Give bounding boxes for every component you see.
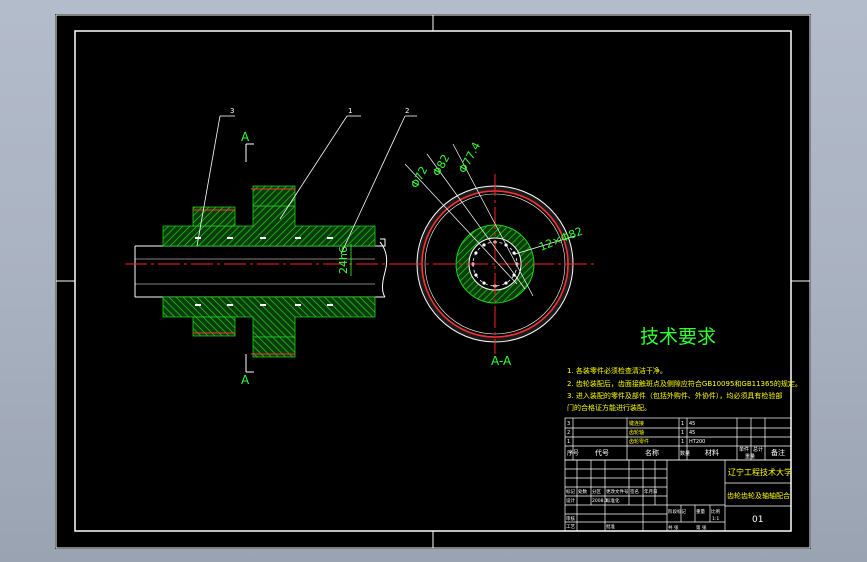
spline-dot [474, 273, 478, 277]
spline-marks [195, 237, 333, 306]
header-remark: 备注 [771, 448, 785, 457]
spline-dot [504, 281, 508, 285]
scale-value: 1:1 [712, 516, 719, 522]
title-block-text: 辽宁工程技术大学 齿轮齿轮及轴轴配合 01 标记 处数 分区 更改文件号 签名 … [566, 467, 792, 531]
shaft-break-line [379, 241, 388, 298]
parts-list-text: 3 键连接 1 45 2 齿轮轴 1 45 1 齿轮零件 1 HT200 序号 … [567, 420, 785, 460]
spline-dot [474, 251, 478, 255]
tech-req-item-3: 3. 进入装配的零件及部件（包括外购件、外协件），均必须具有检验部 [567, 391, 782, 400]
parts-row3-qty: 1 [681, 439, 684, 445]
leader-1 [279, 115, 348, 220]
label-design: 设计 [566, 497, 575, 504]
parts-row3-name: 齿轮零件 [629, 438, 649, 445]
label-approve: 批准 [606, 523, 615, 530]
header-qty: 数量 [680, 450, 690, 457]
sign-mark: 标记 [566, 488, 575, 495]
balloon-2: 2 [405, 107, 409, 115]
label-process: 工艺 [566, 524, 575, 530]
balloon-1: 1 [348, 107, 352, 115]
header-code: 代号 [595, 448, 609, 457]
dim-phi72: Φ72 [408, 164, 430, 190]
parts-row1-name: 键连接 [629, 420, 644, 427]
dim-leader-82 [426, 153, 526, 290]
section-view-label: A-A [491, 354, 512, 368]
school-name: 辽宁工程技术大学 [728, 467, 792, 477]
section-aa-view: Φ72 Φ82 Φ77.4 12×Φ82 A-A [400, 140, 595, 368]
header-material: 材料 [705, 448, 719, 457]
label-date: 2008.1 [592, 498, 608, 504]
dim-24h6: 24h6 [337, 246, 350, 274]
header-weight: 重量 [745, 453, 755, 460]
spline-dot [482, 281, 486, 285]
title-block [564, 459, 792, 532]
parts-row2-name: 齿轮轴 [629, 429, 644, 436]
sign-signature: 签名 [630, 488, 639, 495]
drawing-title: 齿轮齿轮及轴轴配合 [727, 491, 790, 500]
sign-count: 处数 [578, 488, 587, 495]
boss-lower [192, 316, 236, 337]
gear-rim-upper [252, 185, 296, 207]
cad-drawing: A A 3 1 2 24h6 Φ72 Φ82 Φ77.4 12× [55, 14, 811, 549]
tech-req-item-1: 1. 各装零件必须检查清洁干净。 [567, 366, 667, 375]
drawing-sheet: A A 3 1 2 24h6 Φ72 Φ82 Φ77.4 12× [55, 14, 811, 549]
dim-leader-spline [514, 235, 576, 255]
sign-date: 年月日 [644, 488, 658, 495]
gear-shaft-section-view: A A 3 1 2 24h6 [125, 107, 417, 387]
spline-dot [482, 243, 486, 247]
spline-dot [512, 251, 516, 255]
parts-row2-material: 45 [689, 430, 695, 436]
leader-3 [196, 115, 221, 247]
dim-leader-77 [452, 143, 534, 297]
dim-leader-72 [404, 163, 518, 285]
parts-row2-qty: 1 [681, 430, 684, 436]
tech-req-heading: 技术要求 [640, 326, 716, 348]
parts-row1-qty: 1 [681, 421, 684, 427]
label-standard: 标准化 [606, 497, 620, 504]
sign-zone: 分区 [592, 488, 601, 495]
header-no: 序号 [567, 449, 579, 457]
balloon-3: 3 [230, 107, 234, 115]
boss-upper [192, 206, 236, 227]
parts-list [564, 417, 792, 461]
label-scale: 比例 [711, 508, 720, 515]
header-unit: 单件 [739, 446, 749, 453]
dim-phi82: Φ82 [430, 152, 452, 178]
header-name: 名称 [645, 448, 659, 457]
label-stage: 阶段标记 [668, 508, 686, 515]
leader-2 [340, 115, 406, 255]
parts-row3-material: HT200 [689, 439, 705, 445]
parts-row1-material: 45 [689, 421, 695, 427]
section-mark-top: A [241, 130, 250, 144]
parts-row1-no: 3 [567, 421, 570, 427]
parts-row3-no: 1 [567, 439, 570, 445]
label-review: 审核 [566, 515, 575, 522]
hub-upper-section [162, 205, 376, 247]
header-total: 总计 [753, 446, 763, 453]
gear-rim-lower [252, 336, 296, 358]
parts-row2-no: 2 [567, 430, 570, 436]
section-mark-bottom: A [241, 373, 250, 387]
tech-req-item-4: 门的合格证方能进行装配。 [567, 403, 651, 412]
label-weight: 重量 [696, 508, 705, 515]
sheet-no: 第 张 [696, 524, 707, 531]
technical-requirements: 技术要求 1. 各装零件必须检查清洁干净。 2. 齿轮装配后，齿面接触斑点及侧隙… [567, 326, 802, 412]
sheet-total: 共 张 [668, 524, 679, 531]
tech-req-item-2: 2. 齿轮装配后，齿面接触斑点及侧隙应符合GB10095和GB11365的规定。 [567, 379, 802, 388]
spline-dot [512, 273, 516, 277]
drawing-number: 01 [752, 515, 763, 525]
sign-change: 更改文件号 [606, 488, 629, 495]
